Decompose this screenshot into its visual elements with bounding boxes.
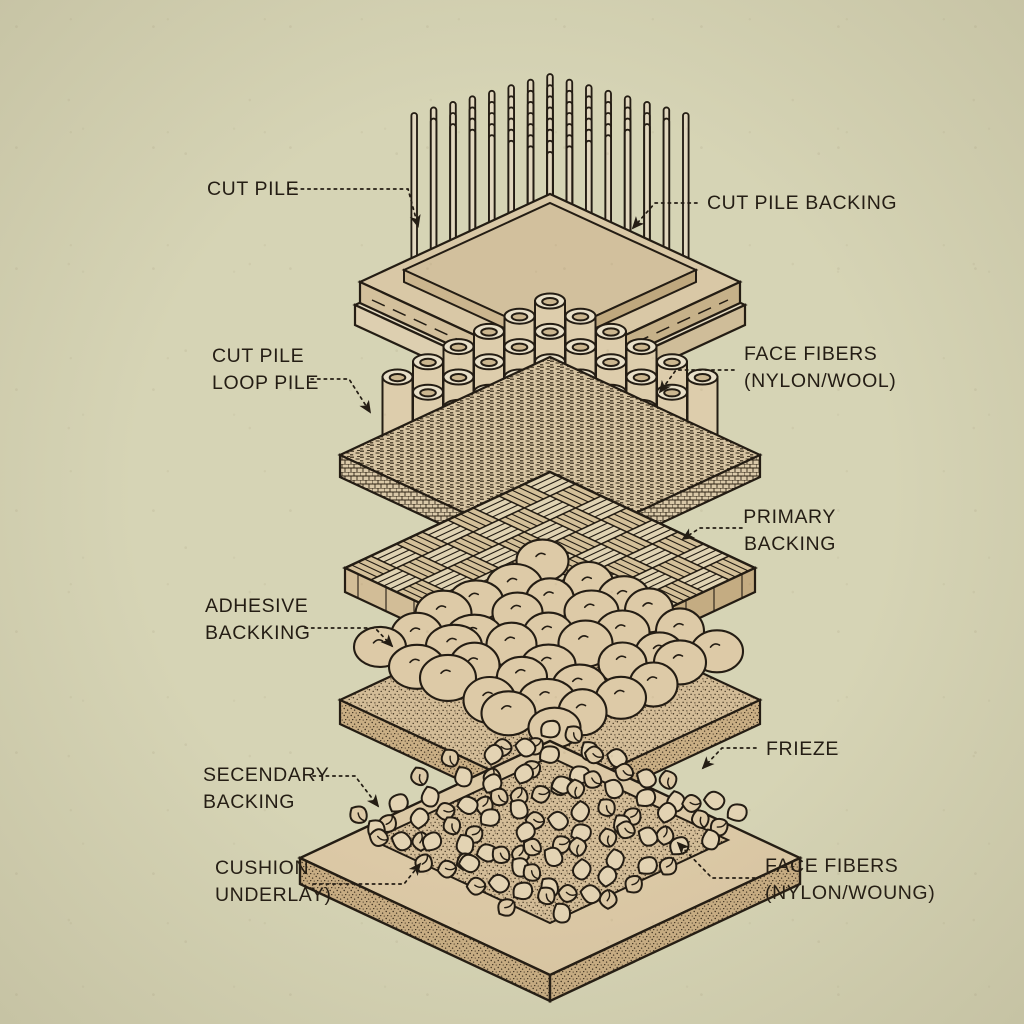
leader-cushion-underlay <box>312 862 422 885</box>
label-text-line2: (NYLON/WOOL) <box>744 370 896 392</box>
label-text-line2: BACKING <box>744 533 836 555</box>
frieze-yarn <box>566 778 590 823</box>
frieze-yarn <box>616 820 659 847</box>
frieze-yarn <box>497 881 534 917</box>
frieze-yarn <box>522 837 564 868</box>
label-text: CUT PILE <box>212 345 304 367</box>
frieze-yarn <box>491 737 537 758</box>
label-cut-pile: CUT PILE <box>207 178 299 200</box>
label-text: CUT PILE BACKING <box>707 192 897 214</box>
label-frieze: FRIEZE <box>766 738 839 760</box>
frieze-yarn <box>598 827 625 871</box>
label-text: PRIMARY <box>743 506 836 528</box>
frieze-yarn <box>465 873 510 896</box>
leader-adhesive-backking <box>304 627 394 648</box>
label-face-fibers-bottom: FACE FIBERS (NYLON/WOUNG) <box>765 855 935 904</box>
label-text-line2: BACKING <box>203 791 295 813</box>
label-layer: CUT PILE CUT PILE BACKING CUT PILE LOOP PIL… <box>203 178 935 906</box>
adhesive-bead <box>594 675 648 720</box>
layer-cut-pile-fibers <box>410 73 690 339</box>
frieze-yarn <box>490 787 529 820</box>
frieze-yarn <box>435 795 479 821</box>
frieze-yarn <box>583 745 628 769</box>
adhesive-bead <box>418 653 478 702</box>
leader-frieze <box>701 747 757 770</box>
label-primary-backing: PRIMARY BACKING <box>743 506 836 555</box>
leader-cut-pile <box>287 188 421 228</box>
leader-face-fibers-top <box>658 369 735 394</box>
layer-cushion-underlay <box>297 739 803 1003</box>
label-text-line2: UNDERLAY) <box>215 884 332 906</box>
frieze-yarn <box>557 884 602 905</box>
frieze-yarn <box>537 886 572 924</box>
label-text-line2: (NYLON/WOUNG) <box>765 882 935 904</box>
label-face-fibers-top: FACE FIBERS (NYLON/WOOL) <box>744 343 896 392</box>
leader-secendary-backing <box>312 775 380 808</box>
leader-face-fibers-bottom <box>676 841 756 879</box>
label-text: FRIEZE <box>766 738 839 760</box>
leader-lines <box>287 188 757 885</box>
label-text-line2: BACKKING <box>205 622 311 644</box>
frieze-yarn <box>597 865 618 910</box>
label-text: SECENDARY <box>203 764 329 786</box>
frieze-yarn <box>614 762 657 789</box>
label-text: FACE FIBERS <box>744 343 877 365</box>
adhesive-bead <box>480 690 537 737</box>
leader-primary-backing <box>681 527 743 541</box>
frieze-yarn <box>410 766 440 808</box>
label-cut-pile-loop-pile: CUT PILE LOOP PILE <box>212 345 319 394</box>
frieze-yarn <box>624 856 658 894</box>
frieze-yarn <box>440 748 473 788</box>
frieze-yarn <box>436 853 481 879</box>
frieze-yarn <box>583 770 624 800</box>
frieze-yarn <box>568 836 592 881</box>
leader-cut-pile-backing <box>631 202 698 230</box>
frieze-yarn <box>655 801 677 846</box>
frieze-yarn <box>442 816 475 856</box>
label-adhesive-backking: ADHESIVE BACKKING <box>205 595 311 644</box>
label-cut-pile-backing: CUT PILE BACKING <box>707 192 897 214</box>
frieze-yarn <box>690 809 721 851</box>
frieze-yarn <box>658 769 686 813</box>
leader-cut-pile-loop-pile <box>310 378 372 414</box>
label-text-line2: LOOP PILE <box>212 372 319 394</box>
label-text: CUT PILE <box>207 178 299 200</box>
label-text: ADHESIVE <box>205 595 308 617</box>
layer-loop-pile-backing <box>337 355 763 577</box>
frieze-yarn <box>530 775 573 804</box>
label-cushion-underlay: CUSHION UNDERLAY) <box>215 857 332 906</box>
frieze-yarn <box>368 828 413 852</box>
label-text: FACE FIBERS <box>765 855 898 877</box>
label-text: CUSHION <box>215 857 309 879</box>
label-secendary-backing: SECENDARY BACKING <box>203 764 329 813</box>
frieze-yarn <box>681 790 726 813</box>
